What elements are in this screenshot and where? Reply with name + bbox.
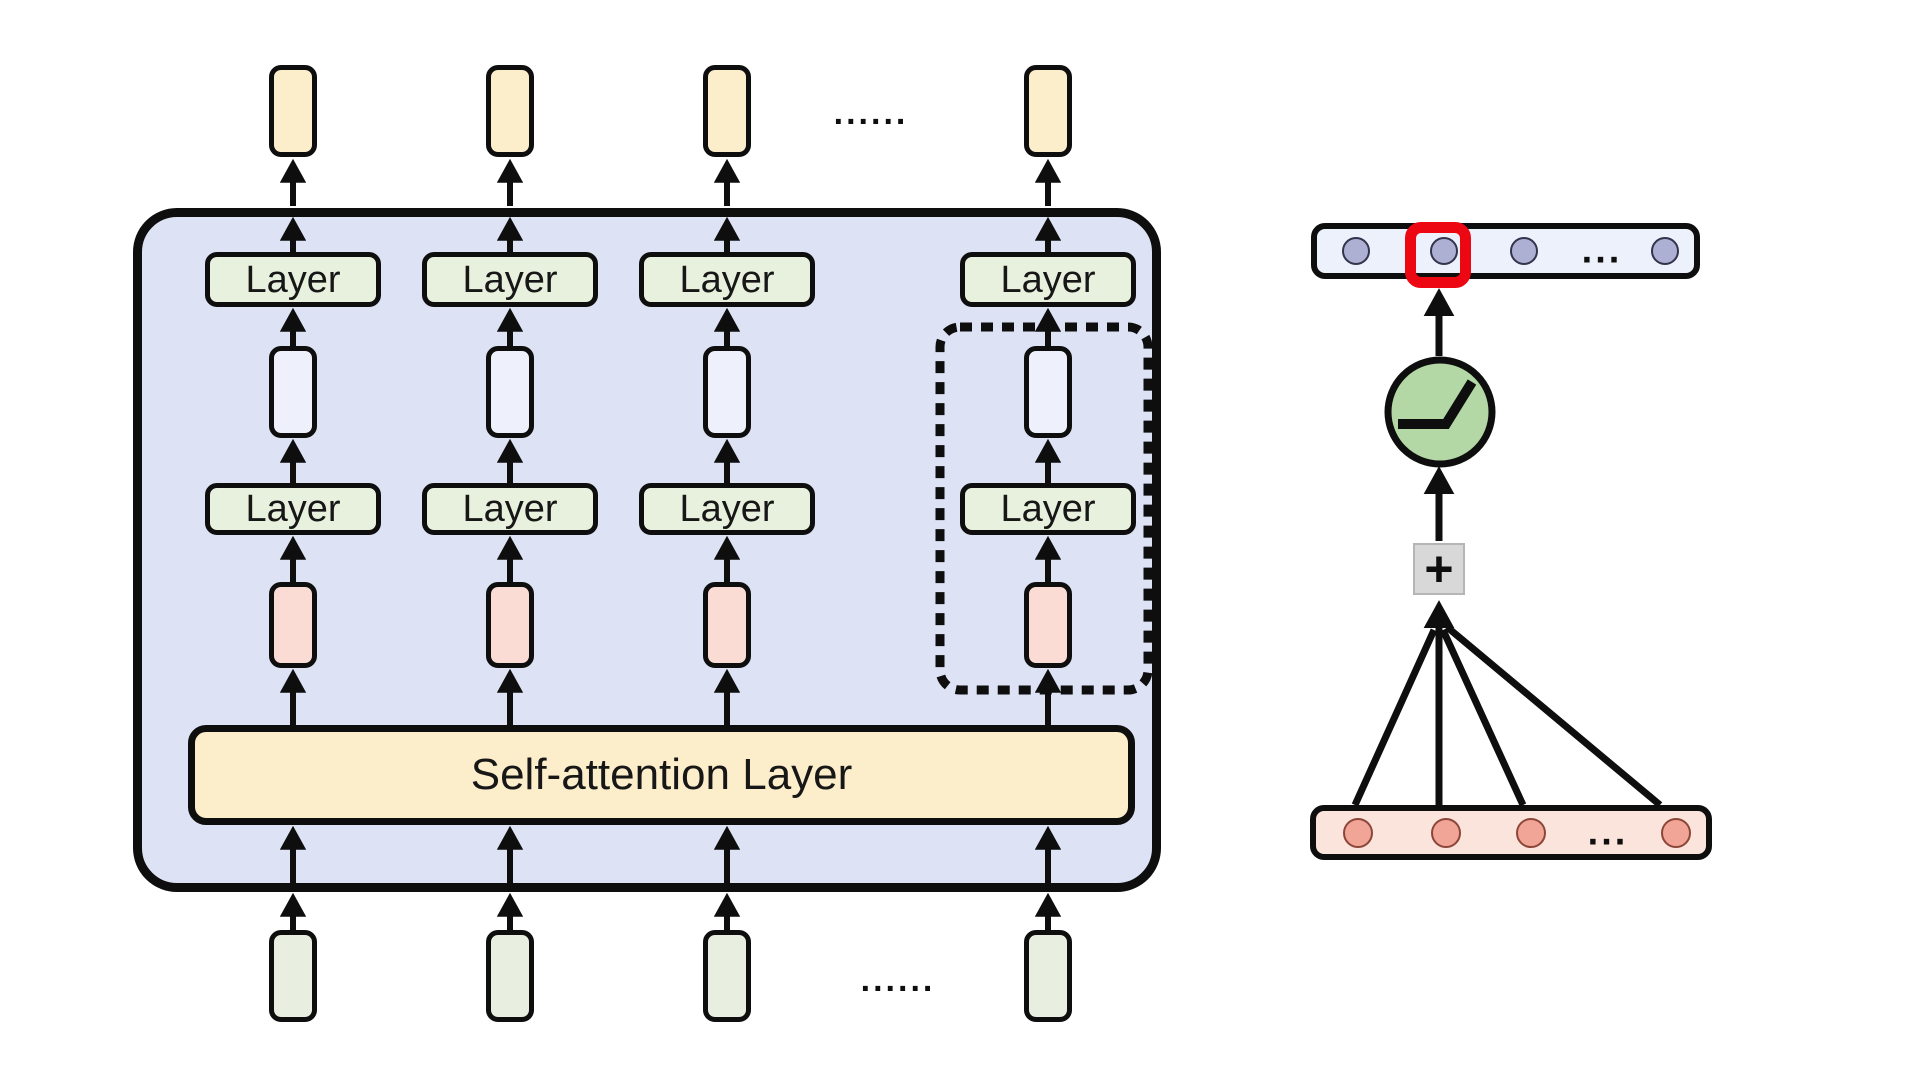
layer-box-row2-col4: Layer — [960, 483, 1136, 535]
output-vector-bar: ... — [1311, 223, 1700, 279]
hidden-cell-blue-3 — [703, 346, 751, 438]
output-token-box-4 — [1024, 65, 1072, 157]
hidden-cell-pink-3 — [703, 582, 751, 668]
hidden-cell-pink-4 — [1024, 582, 1072, 668]
layer-box-row1-col1: Layer — [205, 252, 381, 307]
input-row-ellipsis: ...... — [860, 961, 936, 999]
input-unit-circle-1 — [1343, 817, 1373, 848]
input-vector-bar: ... — [1310, 805, 1712, 860]
output-unit-circle-3 — [1510, 237, 1538, 265]
output-token-box-3 — [703, 65, 751, 157]
output-token-box-2 — [486, 65, 534, 157]
layer-box-row1-col2: Layer — [422, 252, 598, 307]
layer-box-row1-col4: Layer — [960, 252, 1136, 307]
hidden-cell-pink-2 — [486, 582, 534, 668]
hidden-cell-blue-1 — [269, 346, 317, 438]
output-unit-circle-2 — [1430, 237, 1458, 265]
hidden-cell-blue-4 — [1024, 346, 1072, 438]
input-token-box-4 — [1024, 930, 1072, 1022]
layer-box-row1-col3: Layer — [639, 252, 815, 307]
activation-node — [1384, 356, 1496, 468]
input-token-box-1 — [269, 930, 317, 1022]
layer-box-row2-col2: Layer — [422, 483, 598, 535]
input-unit-circle-4 — [1661, 817, 1691, 848]
output-bar-ellipsis: ... — [1581, 229, 1623, 272]
layer-box-row2-col1: Layer — [205, 483, 381, 535]
relu-curve-icon — [1398, 379, 1477, 429]
input-bar-ellipsis: ... — [1587, 810, 1629, 853]
self-attention-layer-box: Self-attention Layer — [188, 725, 1135, 825]
output-token-box-1 — [269, 65, 317, 157]
layer-box-row2-col3: Layer — [639, 483, 815, 535]
input-token-box-3 — [703, 930, 751, 1022]
output-unit-circle-1 — [1342, 237, 1370, 265]
sum-node: + — [1413, 543, 1465, 595]
hidden-cell-pink-1 — [269, 582, 317, 668]
activation-circle — [1384, 356, 1496, 468]
input-unit-circle-3 — [1516, 817, 1546, 848]
red-highlight-box — [1405, 222, 1471, 288]
output-row-ellipsis: ...... — [833, 94, 909, 132]
hidden-cell-blue-2 — [486, 346, 534, 438]
input-unit-circle-2 — [1431, 817, 1461, 848]
output-unit-circle-4 — [1651, 237, 1679, 265]
input-token-box-2 — [486, 930, 534, 1022]
